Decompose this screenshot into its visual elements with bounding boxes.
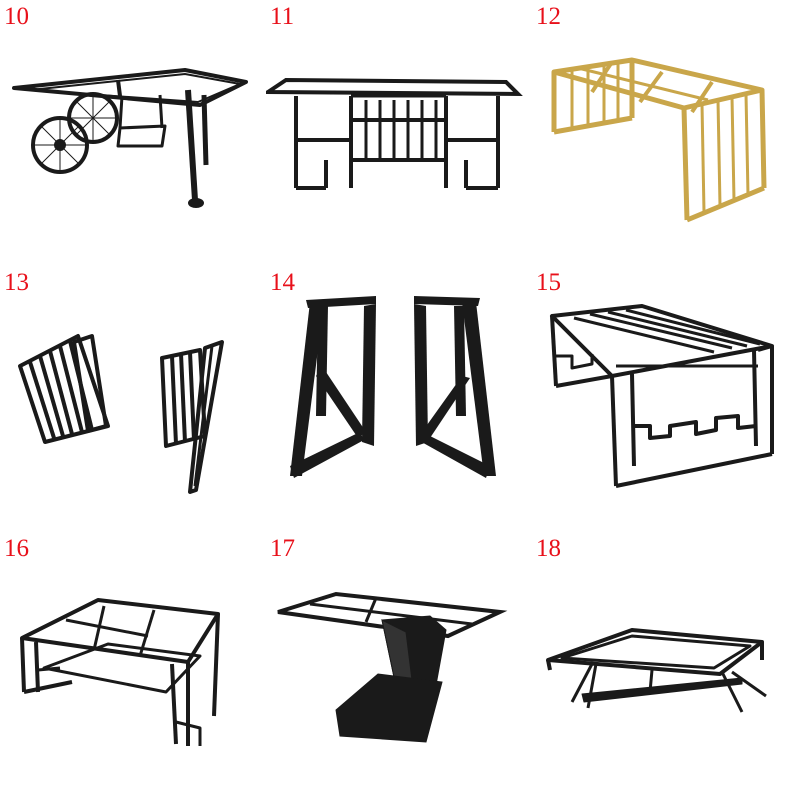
product-tile-13: 13 bbox=[0, 266, 266, 532]
product-tile-16: 16 bbox=[0, 532, 266, 798]
pedestal-table-base-icon bbox=[266, 532, 532, 798]
product-number: 12 bbox=[536, 3, 561, 30]
product-number: 15 bbox=[536, 269, 561, 296]
product-number: 17 bbox=[270, 535, 295, 562]
splayed-leg-table-frame-icon bbox=[532, 532, 798, 798]
product-tile-15: 15 bbox=[532, 266, 798, 532]
product-number: 13 bbox=[4, 269, 29, 296]
product-number: 16 bbox=[4, 535, 29, 562]
product-number: 14 bbox=[270, 269, 295, 296]
product-tile-18: 18 bbox=[532, 532, 798, 798]
product-number: 10 bbox=[4, 3, 29, 30]
fretwork-table-frame-icon bbox=[532, 266, 798, 532]
product-tile-11: 11 bbox=[266, 0, 532, 266]
gold-slat-table-frame-icon bbox=[532, 0, 798, 266]
bar-counter-frame-icon bbox=[266, 0, 532, 266]
cart-table-frame-icon bbox=[0, 0, 266, 266]
folding-slat-panels-icon bbox=[0, 266, 266, 532]
product-number: 18 bbox=[536, 535, 561, 562]
product-tile-12: 12 bbox=[532, 0, 798, 266]
product-number: 11 bbox=[270, 3, 295, 30]
product-tile-17: 17 bbox=[266, 532, 532, 798]
trapezoid-legs-pair-icon bbox=[266, 266, 532, 532]
coffee-table-frame-icon bbox=[0, 532, 266, 798]
product-tile-14: 14 bbox=[266, 266, 532, 532]
product-tile-10: 10 bbox=[0, 0, 266, 266]
